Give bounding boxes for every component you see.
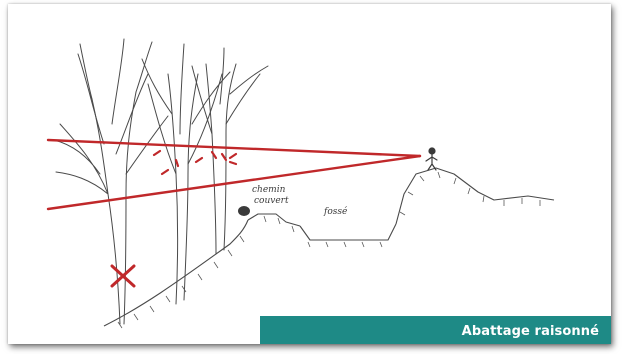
- tree-branches-left: [54, 39, 168, 194]
- label-chemin-couvert-line1: chemin: [252, 185, 286, 195]
- ditch: [300, 224, 396, 240]
- gabion: [238, 206, 250, 216]
- illustration-card: chemin couvert fossé Abattage raisonné: [8, 4, 611, 344]
- caption-banner: Abattage raisonné: [260, 316, 611, 344]
- fortification-sketch: chemin couvert fossé: [8, 4, 611, 344]
- caption-text: Abattage raisonné: [462, 324, 599, 339]
- label-chemin-couvert-line2: couvert: [254, 196, 289, 206]
- covered-way: [248, 214, 300, 226]
- observer-figure: [426, 148, 437, 170]
- cut-marks: [154, 151, 236, 174]
- sight-lines: [48, 140, 420, 209]
- label-fosse: fossé: [323, 206, 348, 217]
- terrain-hatching: [118, 172, 540, 328]
- sight-line-upper: [48, 140, 420, 156]
- rampart: [396, 168, 554, 224]
- felling-x-mark: [112, 266, 134, 286]
